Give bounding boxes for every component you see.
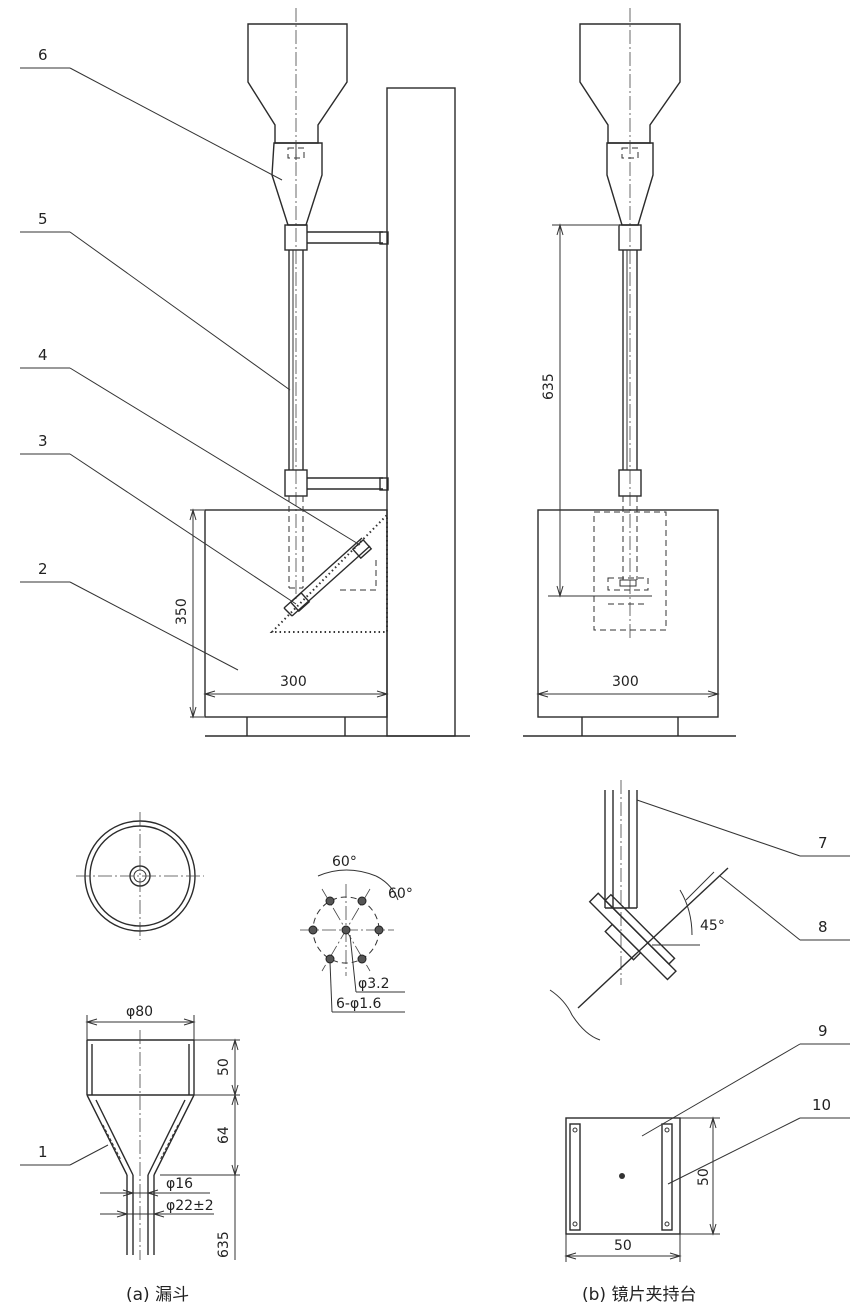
dimension-label: φ80 bbox=[126, 1004, 153, 1020]
dimension-label: 64 bbox=[216, 1126, 232, 1144]
right-lower-coupling bbox=[618, 469, 642, 497]
left-support-column bbox=[386, 87, 456, 737]
dimension-label: 635 bbox=[541, 373, 557, 400]
left-tilted-plate bbox=[283, 537, 377, 617]
left-hopper bbox=[247, 23, 348, 144]
dim-300-right: 300 bbox=[536, 674, 720, 698]
dimension-label: 50 bbox=[216, 1058, 232, 1076]
callout-6: 6 bbox=[38, 46, 48, 64]
plate-view: 50 50 9 10 bbox=[564, 1022, 850, 1262]
hole-pattern-view: 60° 60° φ3.2 6-φ1.6 bbox=[300, 854, 413, 1013]
callout-7: 7 bbox=[818, 834, 828, 852]
funnel-top-view bbox=[76, 812, 204, 940]
dimension-label: 6-φ1.6 bbox=[336, 996, 382, 1012]
lens-holder-detail: 45° 7 8 bbox=[549, 780, 850, 1041]
dimension-label: φ3.2 bbox=[358, 976, 390, 992]
left-assembly-view: 350 300 bbox=[174, 8, 470, 737]
dimension-label: 350 bbox=[174, 598, 190, 625]
left-base-box bbox=[204, 509, 388, 718]
callout-8: 8 bbox=[818, 918, 828, 936]
left-deflector-outline bbox=[269, 512, 388, 633]
dimension-label: 60° bbox=[332, 854, 357, 870]
dimension-label: 300 bbox=[612, 674, 639, 690]
dimension-label: 50 bbox=[614, 1238, 632, 1254]
caption-b: (b) 镜片夹持台 bbox=[582, 1285, 696, 1305]
right-base-box bbox=[537, 509, 719, 718]
left-funnel bbox=[271, 142, 323, 226]
dimension-label: 300 bbox=[280, 674, 307, 690]
dimension-label: 45° bbox=[700, 918, 725, 934]
dimension-label: 50 bbox=[696, 1168, 712, 1186]
dim-635-right: 635 bbox=[541, 223, 618, 598]
dim-350: 350 bbox=[174, 508, 204, 719]
left-callouts: 6 5 4 3 2 bbox=[20, 46, 361, 671]
callout-9: 9 bbox=[818, 1022, 828, 1040]
callout-2: 2 bbox=[38, 560, 48, 578]
callout-3: 3 bbox=[38, 432, 48, 450]
left-upper-coupling bbox=[284, 224, 308, 251]
callout-5: 5 bbox=[38, 210, 48, 228]
dim-300-left: 300 bbox=[203, 674, 389, 698]
right-upper-coupling bbox=[618, 224, 642, 251]
right-assembly-view: 635 300 bbox=[523, 8, 736, 737]
plate-slot-right bbox=[661, 1123, 673, 1231]
callout-10: 10 bbox=[812, 1096, 831, 1114]
dimension-label: φ22±2 bbox=[166, 1198, 214, 1214]
callout-4: 4 bbox=[38, 346, 48, 364]
callout-1: 1 bbox=[38, 1143, 48, 1161]
dimension-label: 60° bbox=[388, 886, 413, 902]
caption-a: (a) 漏斗 bbox=[126, 1285, 189, 1305]
dimension-label: 635 bbox=[216, 1231, 232, 1258]
dimension-label: φ16 bbox=[166, 1176, 193, 1192]
hole-center bbox=[341, 925, 351, 935]
left-lower-coupling bbox=[284, 469, 308, 497]
plate-slot-left bbox=[569, 1123, 581, 1231]
funnel-section-view: φ80 50 64 635 φ16 φ22±2 1 bbox=[20, 1004, 240, 1260]
